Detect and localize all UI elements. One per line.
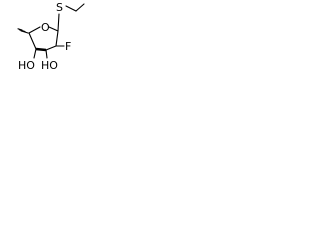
bond-c5-o (28, 26, 41, 34)
bond-c2-c3 (45, 45, 57, 51)
bond-s-ch2 (65, 5, 77, 12)
fluorine-label: F (65, 40, 71, 53)
bond-c3-oh (45, 49, 48, 59)
bond-ch2-ch3 (75, 3, 85, 12)
molecule-structure-diagram: S O F HO HO (17, 1, 85, 72)
ring-oxygen-label: O (41, 21, 50, 34)
bond-c4-oh (33, 48, 37, 59)
sulfur-label: S (56, 1, 63, 14)
methyl-hashed-bond (17, 28, 29, 34)
bond-c1-s (57, 13, 60, 32)
hydroxyl-left-label: HO (18, 59, 35, 72)
bond-c3-c4-bold (35, 47, 47, 52)
bond-c4-c5 (28, 32, 37, 50)
bond-o-c1 (48, 26, 59, 32)
bond-c1-c2 (55, 30, 59, 47)
hydroxyl-right-label: HO (41, 59, 58, 72)
